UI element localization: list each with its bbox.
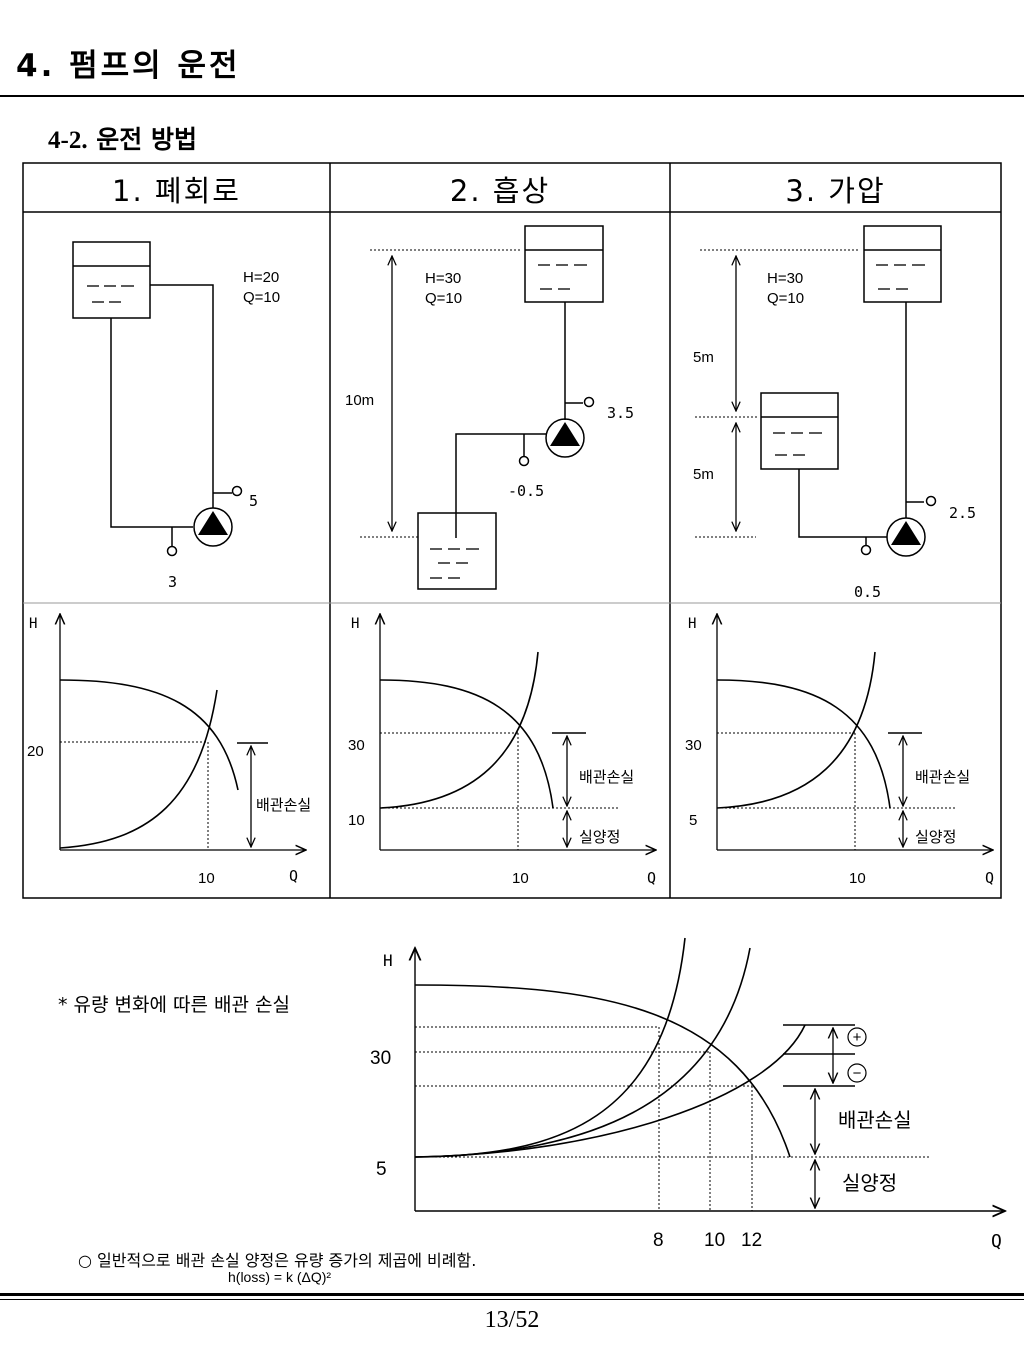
- page-number: 13/52: [484, 1307, 540, 1333]
- y-tick-label: 10: [348, 812, 365, 829]
- suction-gauge-value: 0.5: [854, 583, 881, 601]
- pump-diagrams: H=20 Q=10 5 3 H=30 Q=10 10m 3.5 -0.5: [72, 225, 976, 601]
- table-border: [22, 162, 1002, 899]
- pressurized-hq-chart: H 30 5 10 Q 배관손실 실양정: [685, 614, 994, 887]
- suction-lift-hq-chart: H 30 10 10 Q 배관손실 실양정: [348, 614, 656, 887]
- pressurized-diagram: H=30 Q=10 5m 5m 2.5 0.5: [693, 225, 976, 601]
- title-divider: [0, 95, 1024, 97]
- x-tick-label: 10: [512, 870, 529, 887]
- section-heading: 운전 방법: [96, 125, 198, 154]
- pump-icon: [886, 517, 926, 557]
- formula-text: h(loss) = k (ΔQ)²: [228, 1269, 332, 1285]
- pump-icon: [545, 418, 585, 458]
- x-axis-label: Q: [289, 867, 298, 885]
- y-tick-label: 20: [27, 743, 44, 760]
- discharge-gauge-value: 3.5: [607, 404, 634, 422]
- system-curve-low: [414, 1024, 806, 1158]
- pipe-loss-label: 배관손실: [256, 796, 311, 814]
- pressure-gauge-icon: [860, 544, 872, 556]
- small-hq-charts: H 20 10 Q 배관손실 H 30 10 10 Q 배관손실 실양정 H 3…: [27, 0, 1024, 887]
- section-number: 4-2.: [48, 127, 88, 154]
- plus-circle-icon: [847, 1027, 867, 1047]
- height-label-lower: 5m: [693, 466, 714, 483]
- suction-lift-diagram: H=30 Q=10 10m 3.5 -0.5: [345, 225, 634, 590]
- pump-icon: [193, 507, 233, 547]
- pump-curve: [59, 679, 239, 791]
- column-heading-pressurized: 3. 가압: [785, 174, 886, 208]
- flow-variation-chart: + − H 30 5 8 10 12 Q 배관손실 실양정: [370, 937, 1024, 1252]
- column-heading-closed-loop: 1. 폐회로: [112, 174, 241, 208]
- operation-methods-table: [22, 162, 1002, 899]
- flow-label: Q=10: [425, 290, 462, 307]
- footer-divider: [0, 1293, 1024, 1296]
- head-label: H=30: [425, 270, 461, 287]
- y-axis-label: H: [688, 616, 696, 632]
- pump-curve: [414, 984, 791, 1158]
- pump-curve: [716, 679, 891, 809]
- suction-gauge-value: 3: [168, 573, 177, 591]
- closed-loop-diagram: H=20 Q=10 5 3: [72, 241, 280, 591]
- column-heading-suction-lift: 2. 흡상: [449, 174, 551, 208]
- pipe-loss-label: 배관손실: [838, 1108, 912, 1132]
- x-tick-label: 10: [849, 870, 866, 887]
- y-axis-label: H: [383, 951, 393, 970]
- upper-tank: [863, 225, 942, 303]
- note-text: ○ 일반적으로 배관 손실 양정은 유량 증가의 제곱에 비례함.: [78, 1251, 477, 1270]
- x-tick-label: 10: [198, 870, 215, 887]
- pressure-gauge-icon: [231, 485, 243, 497]
- system-curve: [59, 689, 218, 849]
- pressure-gauge-icon: [925, 495, 937, 507]
- x-axis-label: Q: [985, 869, 994, 887]
- minus-circle-icon: [847, 1063, 867, 1083]
- section-title: 4-2. 운전 방법: [48, 120, 197, 156]
- y-tick-label: 5: [376, 1159, 387, 1180]
- pipe-loss-label: 배관손실: [915, 768, 970, 786]
- static-head-label: 실양정: [842, 1171, 897, 1195]
- flow-variation-caption: * 유량 변화에 따른 배관 손실: [58, 994, 290, 1016]
- static-head-label: 실양정: [579, 828, 620, 846]
- y-axis-label: H: [351, 616, 359, 632]
- head-label: H=30: [767, 270, 803, 287]
- x-tick-label: 12: [741, 1230, 762, 1251]
- y-tick-label: 30: [370, 1048, 391, 1069]
- height-label-upper: 5m: [693, 349, 714, 366]
- plus-sign: +: [853, 1029, 862, 1046]
- x-tick-label: 8: [653, 1230, 664, 1251]
- system-curve: [379, 651, 539, 809]
- pipe-loss-label: 배관손실: [579, 768, 634, 786]
- discharge-gauge-value: 5: [249, 492, 258, 510]
- x-axis-label: Q: [647, 869, 656, 887]
- page-title: 4. 펌프의 운전: [16, 48, 241, 84]
- upper-tank: [524, 225, 604, 303]
- pressure-gauge-icon: [518, 455, 530, 467]
- y-axis-label: H: [29, 616, 37, 632]
- x-tick-label: 10: [704, 1230, 725, 1251]
- lower-tank: [417, 512, 497, 590]
- pressure-gauge-icon: [583, 396, 595, 408]
- flow-label: Q=10: [243, 289, 280, 306]
- head-label: H=20: [243, 269, 279, 286]
- static-head-label: 실양정: [915, 828, 956, 846]
- minus-sign: −: [853, 1065, 862, 1082]
- pump-curve: [379, 679, 554, 809]
- height-label: 10m: [345, 392, 374, 409]
- x-axis-label: Q: [991, 1231, 1002, 1252]
- footer-divider-thin: [0, 1299, 1024, 1300]
- system-curve: [716, 651, 876, 809]
- y-tick-label: 5: [689, 812, 697, 829]
- discharge-gauge-value: 2.5: [949, 504, 976, 522]
- flow-label: Q=10: [767, 290, 804, 307]
- y-tick-label: 30: [348, 737, 365, 754]
- pressure-gauge-icon: [166, 545, 178, 557]
- closed-loop-hq-chart: H 20 10 Q 배관손실: [27, 614, 311, 887]
- y-tick-label: 30: [685, 737, 702, 754]
- suction-gauge-value: -0.5: [508, 482, 544, 500]
